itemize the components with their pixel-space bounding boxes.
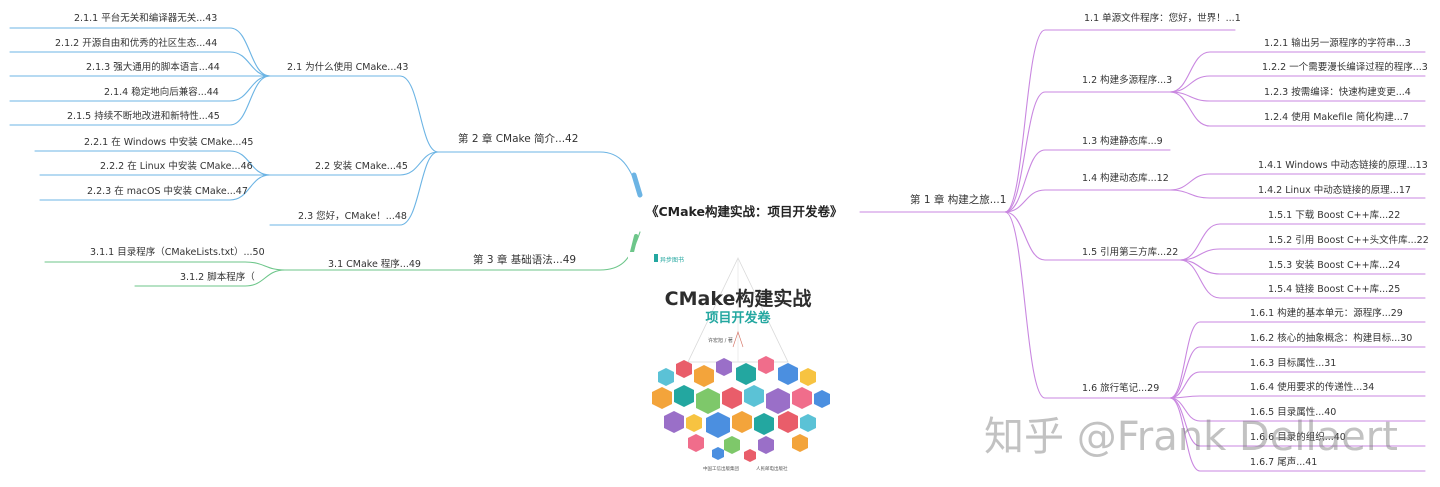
node-2-1-2[interactable]: 2.1.2 开源自由和优秀的社区生态...44 [55, 38, 218, 49]
node-1-2[interactable]: 1.2 构建多源程序...3 [1082, 75, 1173, 86]
node-1-6-3[interactable]: 1.6.3 目标属性...31 [1250, 358, 1337, 369]
right-branch-lines [859, 29, 1426, 472]
node-1-5[interactable]: 1.5 引用第三方库...22 [1082, 247, 1179, 258]
node-1-1[interactable]: 1.1 单源文件程序：您好，世界！...1 [1084, 13, 1241, 24]
node-1-5-4[interactable]: 1.5.4 链接 Boost C++库...25 [1268, 284, 1401, 295]
node-2-2-2[interactable]: 2.2.2 在 Linux 中安装 CMake...46 [100, 161, 253, 172]
node-1-2-1[interactable]: 1.2.1 输出另一源程序的字符串...3 [1264, 38, 1411, 49]
cover-publisher: 人民邮电出版社 [756, 467, 788, 472]
zhihu-watermark: 知乎 @Frank Dellaert [984, 414, 1398, 460]
node-1-6-5[interactable]: 1.6.5 目录属性...40 [1250, 407, 1337, 418]
book-cover-image: 异步图书 CMake构建实战 项目开发卷 许宏旭 / 著 中国工信出版集团 人民… [628, 252, 848, 482]
node-2-1-4[interactable]: 2.1.4 稳定地向后兼容...44 [104, 87, 219, 98]
cover-logo: 异步图书 [660, 257, 685, 264]
node-2-1-5[interactable]: 2.1.5 持续不断地改进和新特性...45 [67, 111, 220, 122]
node-1-5-2[interactable]: 1.5.2 引用 Boost C++头文件库...22 [1268, 235, 1429, 246]
chapter-1-label[interactable]: 第 1 章 构建之旅...1 [910, 194, 1007, 206]
node-2-1[interactable]: 2.1 为什么使用 CMake...43 [287, 62, 409, 73]
node-1-2-3[interactable]: 1.2.3 按需编译：快速构建变更...4 [1264, 87, 1411, 98]
node-2-3[interactable]: 2.3 您好，CMake！...48 [298, 211, 407, 222]
node-1-3[interactable]: 1.3 构建静态库...9 [1082, 136, 1163, 147]
node-1-6-1[interactable]: 1.6.1 构建的基本单元：源程序...29 [1250, 308, 1403, 319]
node-2-2-3[interactable]: 2.2.3 在 macOS 中安装 CMake...47 [87, 186, 248, 197]
root-title[interactable]: 《CMake构建实战：项目开发卷》 [646, 204, 843, 219]
node-1-4-2[interactable]: 1.4.2 Linux 中动态链接的原理...17 [1258, 185, 1411, 196]
cover-hexagon-pattern [652, 356, 830, 462]
cover-subtitle: 项目开发卷 [705, 311, 771, 326]
node-3-1-1[interactable]: 3.1.1 目录程序（CMakeLists.txt）...50 [90, 247, 265, 258]
left-top-branch-lines [9, 27, 641, 226]
node-2-1-3[interactable]: 2.1.3 强大通用的脚本语言...44 [86, 62, 220, 73]
cover-author: 许宏旭 / 著 [708, 338, 733, 344]
node-1-6-6[interactable]: 1.6.6 目录的组织...40 [1250, 432, 1346, 443]
node-1-6[interactable]: 1.6 旅行笔记...29 [1082, 383, 1160, 394]
node-1-6-2[interactable]: 1.6.2 核心的抽象概念：构建目标...30 [1250, 333, 1413, 344]
node-1-5-3[interactable]: 1.5.3 安装 Boost C++库...24 [1268, 260, 1401, 271]
node-1-4[interactable]: 1.4 构建动态库...12 [1082, 173, 1169, 184]
chapter-3-label[interactable]: 第 3 章 基础语法...49 [473, 254, 577, 266]
node-2-1-1[interactable]: 2.1.1 平台无关和编译器无关...43 [74, 13, 218, 24]
node-1-2-4[interactable]: 1.2.4 使用 Makefile 简化构建...7 [1264, 112, 1409, 123]
node-1-6-7[interactable]: 1.6.7 尾声...41 [1250, 457, 1318, 468]
node-1-6-4[interactable]: 1.6.4 使用要求的传递性...34 [1250, 382, 1375, 393]
cover-art [628, 252, 848, 482]
node-1-4-1[interactable]: 1.4.1 Windows 中动态链接的原理...13 [1258, 160, 1428, 171]
cover-publisher-group: 中国工信出版集团 [703, 467, 739, 472]
node-2-2[interactable]: 2.2 安装 CMake...45 [315, 161, 408, 172]
node-3-1-2[interactable]: 3.1.2 脚本程序（ [180, 272, 255, 283]
cover-title: CMake构建实战 [664, 288, 812, 310]
node-2-2-1[interactable]: 2.2.1 在 Windows 中安装 CMake...45 [84, 137, 254, 148]
node-1-5-1[interactable]: 1.5.1 下载 Boost C++库...22 [1268, 210, 1401, 221]
chapter-2-label[interactable]: 第 2 章 CMake 简介...42 [458, 133, 579, 145]
node-3-1[interactable]: 3.1 CMake 程序...49 [328, 259, 421, 270]
node-1-2-2[interactable]: 1.2.2 一个需要漫长编译过程的程序...3 [1262, 62, 1428, 73]
